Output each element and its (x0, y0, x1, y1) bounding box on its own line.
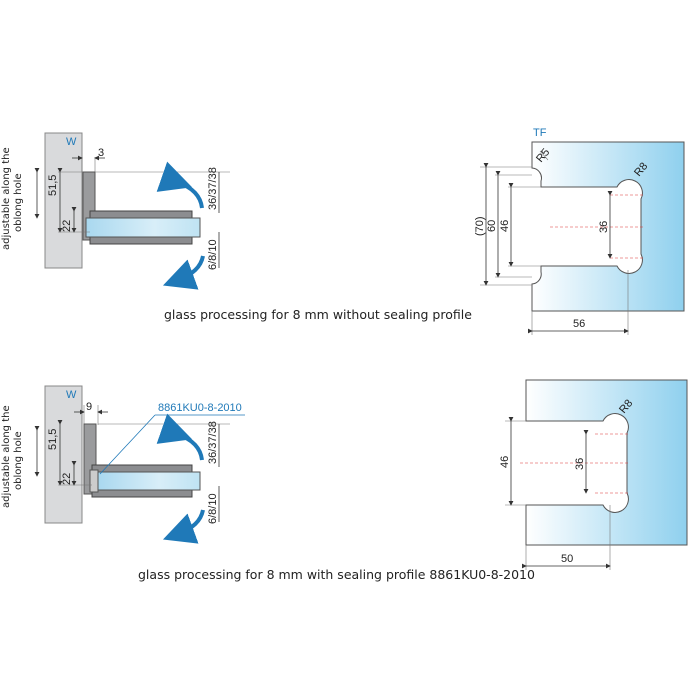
height-total-dim: 51,5 (47, 429, 59, 450)
height-clamp-dim: 22 (61, 473, 73, 485)
glass-range-dim: 6/8/10 (207, 493, 219, 524)
caption-bottom: glass processing for 8 mm with sealing p… (138, 567, 535, 582)
part-number: 8861KU0-8-2010 (158, 402, 242, 414)
top-glass-cutout: TF R5 R8 (70) 60 46 36 56 (474, 127, 685, 335)
dim-36: 36 (598, 221, 610, 233)
dim-46: 46 (499, 220, 511, 232)
side-label-line2: oblong hole (13, 431, 24, 490)
upper-range-dim: 36/37/38 (207, 421, 219, 464)
bottom-glass-cutout: R8 46 36 50 (499, 379, 688, 570)
gap-dim: 9 (86, 401, 92, 413)
wall-label: W (66, 136, 77, 148)
dim-depth: 56 (573, 318, 585, 330)
bottom-clamp-section: adjustable along the oblong hole W 9 886… (1, 385, 245, 544)
rotate-down-arrow-icon (162, 509, 205, 544)
glass-cutout-shape (525, 379, 688, 546)
rotate-up-arrow-icon (156, 413, 204, 461)
dim-36: 36 (574, 458, 586, 470)
dim-60: 60 (486, 220, 498, 232)
top-clamp-section: adjustable along the oblong hole W 3 51,… (1, 132, 230, 290)
glass-pane (85, 217, 201, 238)
side-label-line1: adjustable along the (1, 147, 12, 250)
part-leader (99, 414, 156, 475)
glass-label: TF (533, 127, 547, 139)
upper-range-dim: 36/37/38 (207, 167, 219, 210)
side-label-line1: adjustable along the (1, 405, 12, 508)
sealing-profile (89, 469, 99, 493)
gap-dim: 3 (98, 147, 104, 159)
glass-cutout-shape (531, 141, 685, 312)
glass-range-dim: 6/8/10 (207, 239, 219, 270)
glass-pane (97, 471, 201, 491)
height-total-dim: 51,5 (47, 175, 59, 196)
wall (44, 132, 83, 269)
dim-depth: 50 (561, 553, 573, 565)
dim-46: 46 (499, 456, 511, 468)
rotate-up-arrow-icon (156, 161, 204, 209)
caption-top: glass processing for 8 mm without sealin… (164, 307, 472, 322)
wall (44, 385, 83, 524)
height-clamp-dim: 22 (61, 220, 73, 232)
wall-label: W (66, 389, 77, 401)
dim-70: (70) (474, 216, 486, 236)
rotate-down-arrow-icon (162, 255, 205, 290)
side-label-line2: oblong hole (13, 173, 24, 232)
